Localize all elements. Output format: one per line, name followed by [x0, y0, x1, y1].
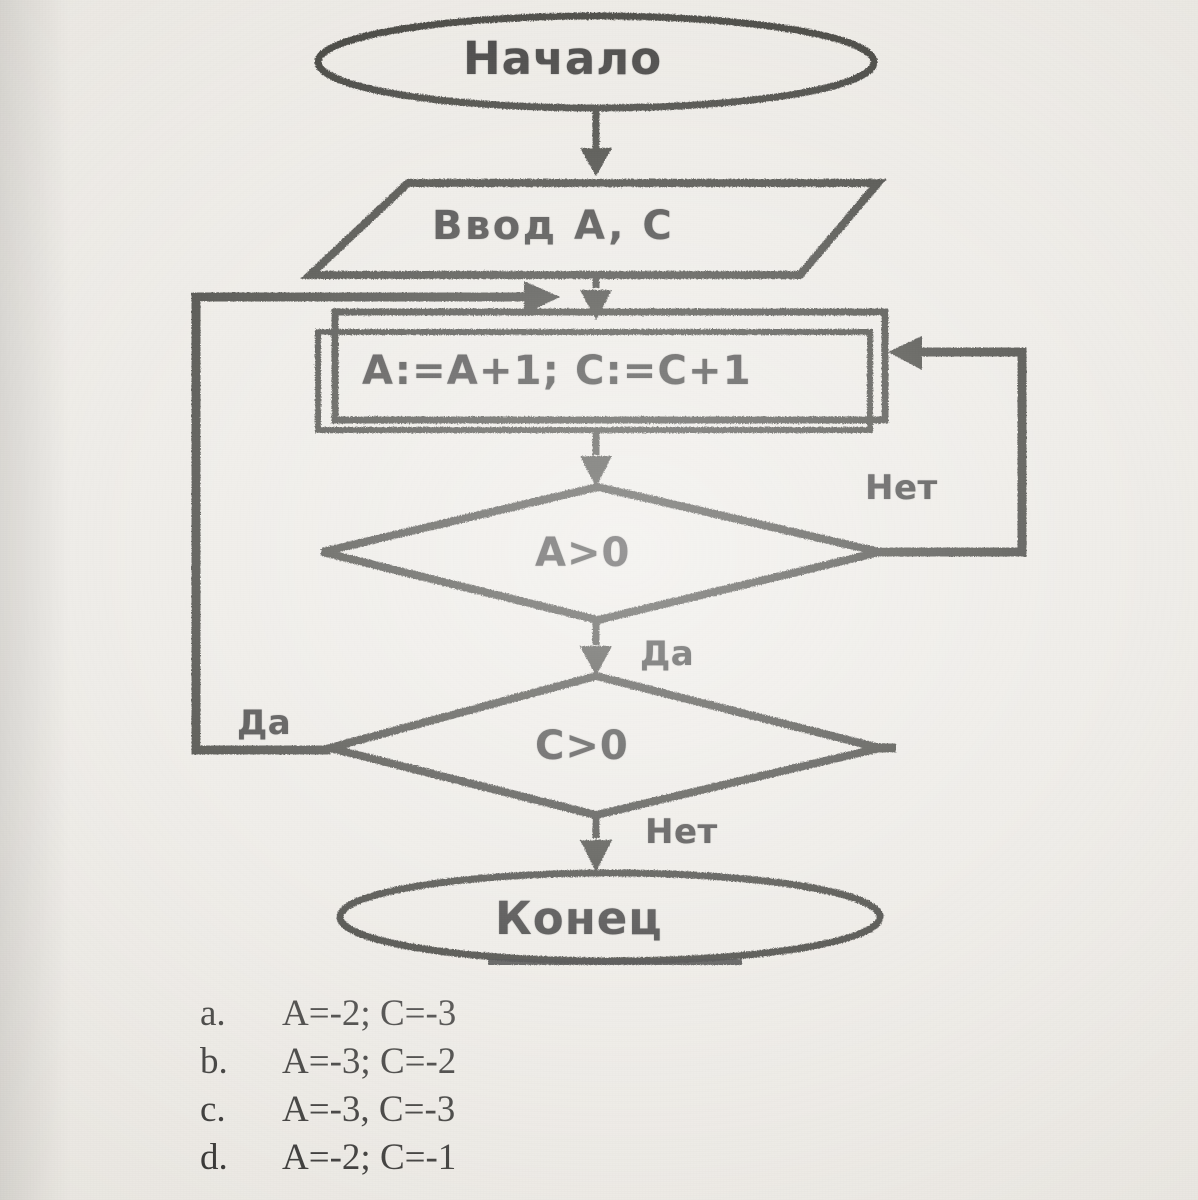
arrowhead-cond1-yes-to-cond2	[580, 646, 612, 676]
answer-text-c: A=-3, C=-3	[282, 1089, 456, 1130]
process-node-label: A:=A+1; C:=C+1	[362, 348, 752, 394]
edge-label-cond1-no: Нет	[865, 468, 938, 508]
answer-option-d[interactable]: d. A=-2; C=-1	[200, 1136, 900, 1184]
answer-key-a: a.	[200, 993, 226, 1034]
answer-options-list: a. A=-2; C=-3 b. A=-3; C=-2 c. A=-3, C=-…	[200, 992, 900, 1184]
answer-text-d: A=-2; C=-1	[282, 1137, 457, 1178]
flowchart-diagram	[191, 12, 1027, 965]
answer-key-d: d.	[200, 1137, 228, 1178]
condition2-node-label: C>0	[535, 723, 629, 769]
condition1-node-label: A>0	[535, 530, 631, 576]
answer-key-c: c.	[200, 1089, 226, 1130]
answer-option-c[interactable]: c. A=-3, C=-3	[200, 1088, 900, 1136]
answer-key-b: b.	[200, 1041, 228, 1082]
arrowhead-start-to-input	[580, 148, 612, 176]
answer-option-b[interactable]: b. A=-3; C=-2	[200, 1040, 900, 1088]
edge-cond1-no-loopback	[880, 347, 1027, 557]
edge-label-cond2-no: Нет	[645, 812, 718, 852]
arrowhead-cond1-no-loopback	[888, 336, 922, 370]
answer-text-a: A=-2; C=-3	[282, 993, 457, 1034]
answer-option-a[interactable]: a. A=-2; C=-3	[200, 992, 900, 1040]
edge-label-cond2-yes: Да	[237, 703, 292, 743]
answer-text-b: A=-3; C=-2	[282, 1041, 457, 1082]
arrowhead-process-to-cond1	[580, 456, 612, 487]
input-node-label: Ввод A, C	[432, 203, 675, 249]
arrowhead-cond2-no-to-end	[580, 840, 612, 872]
end-node-label: Конец	[495, 892, 663, 945]
edge-label-cond1-yes: Да	[640, 634, 695, 674]
start-node-label: Начало	[463, 32, 663, 85]
